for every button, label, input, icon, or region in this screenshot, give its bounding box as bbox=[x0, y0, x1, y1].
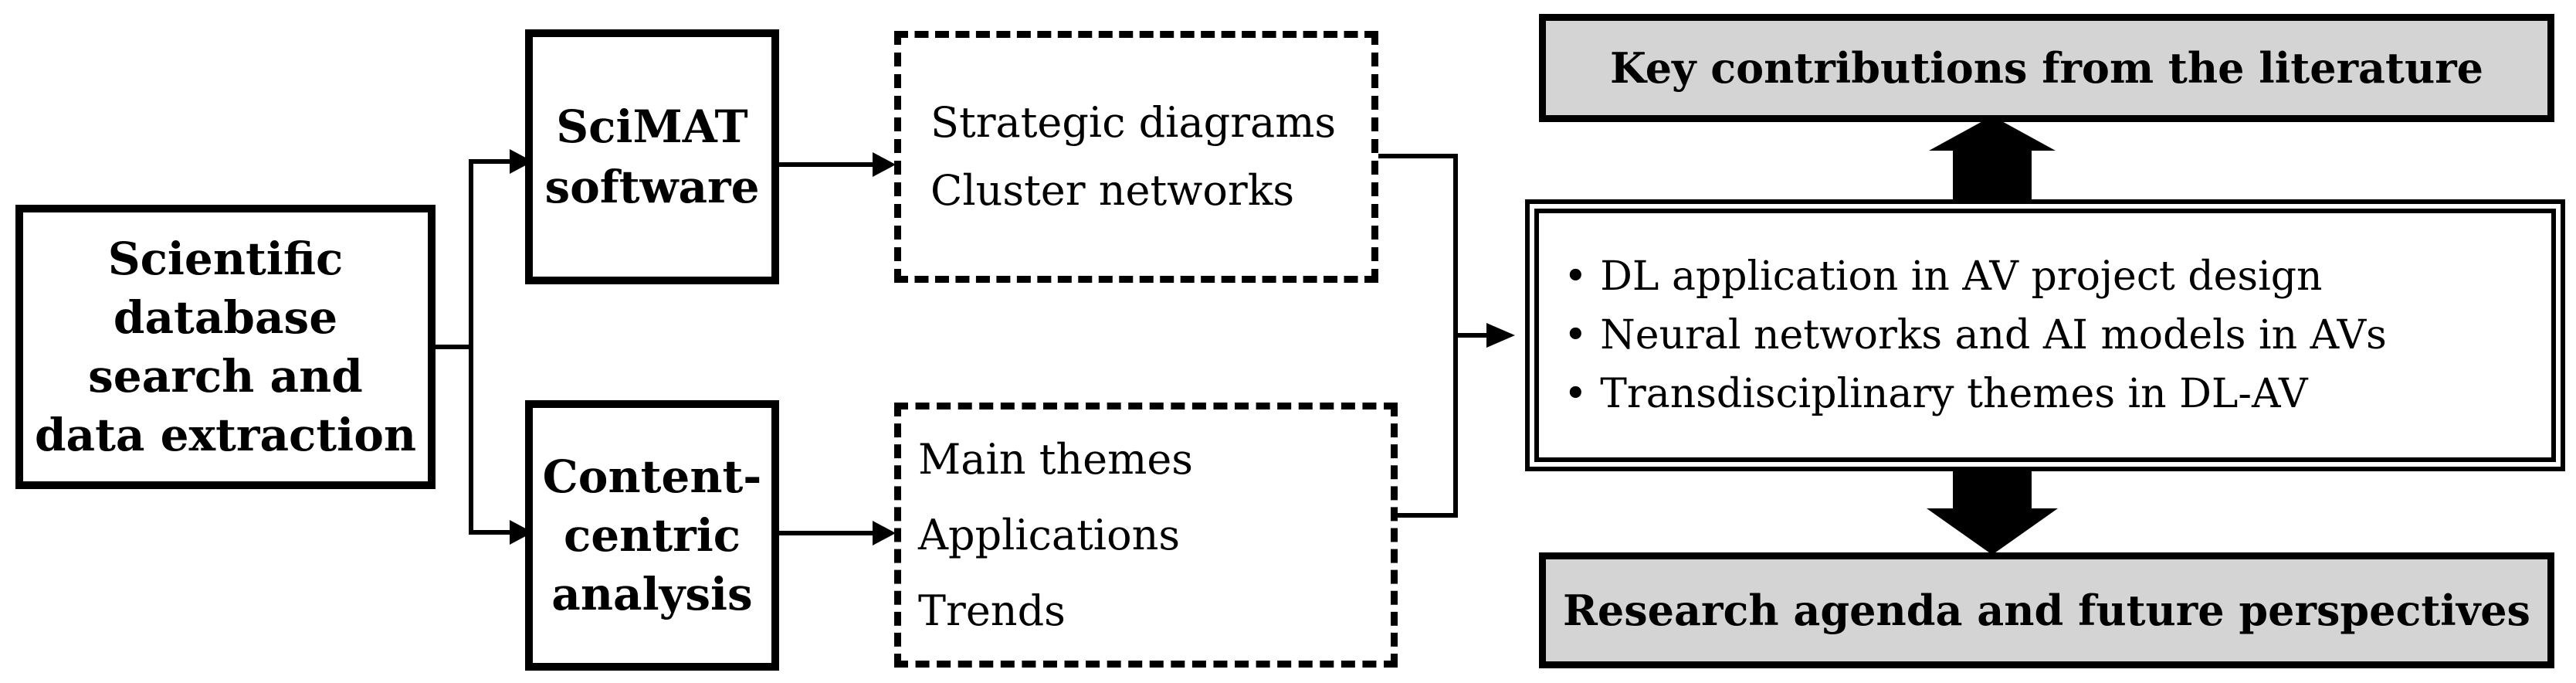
database-line-3: search and bbox=[88, 350, 363, 403]
agenda-node: Research agenda and future perspectives bbox=[1539, 552, 2554, 668]
output-trends: Trends bbox=[918, 586, 1066, 635]
database-line-4: data extraction bbox=[34, 409, 417, 461]
finding-dl-application: • DL application in AV project design bbox=[1564, 253, 2323, 300]
output-strategic-diagrams: Strategic diagrams bbox=[930, 98, 1337, 147]
contributions-node: Key contributions from the literature bbox=[1539, 14, 2554, 122]
arrowhead-to-scimat-outputs bbox=[873, 152, 896, 177]
content-outputs-node: Main themes Applications Trends bbox=[894, 403, 1398, 668]
arrowhead-to-scimat bbox=[510, 149, 533, 174]
database-connector bbox=[435, 159, 514, 349]
arrowhead-to-findings bbox=[1486, 323, 1515, 348]
content-analysis-node: Content- centric analysis bbox=[525, 400, 779, 671]
database-line-1: Scientific bbox=[107, 233, 344, 285]
scimat-line-1: SciMAT bbox=[556, 100, 748, 153]
finding-transdisciplinary: • Transdisciplinary themes in DL-AV bbox=[1564, 371, 2308, 417]
arrowhead-to-content bbox=[510, 520, 533, 545]
scimat-line-2: software bbox=[544, 161, 760, 213]
contributions-label: Key contributions from the literature bbox=[1609, 43, 2484, 93]
scimat-outputs-node: Strategic diagrams Cluster networks bbox=[894, 31, 1378, 283]
scimat-node: SciMAT software bbox=[525, 29, 779, 284]
content-line-2: centric bbox=[563, 509, 741, 562]
output-cluster-networks: Cluster networks bbox=[930, 166, 1295, 215]
down-arrow-to-agenda bbox=[1927, 467, 2058, 555]
up-arrow-to-contributions bbox=[1929, 116, 2056, 202]
scimat-outputs-connector bbox=[1377, 154, 1490, 338]
arrowhead-to-content-outputs bbox=[873, 521, 896, 545]
output-main-themes: Main themes bbox=[918, 434, 1194, 484]
content-line-1: Content- bbox=[542, 450, 762, 503]
database-line-2: database bbox=[113, 291, 338, 344]
content-outputs-connector bbox=[1396, 335, 1458, 518]
finding-neural-networks: • Neural networks and AI models in AVs bbox=[1564, 312, 2387, 358]
findings-node: • DL application in AV project design • … bbox=[1525, 199, 2565, 471]
content-line-3: analysis bbox=[551, 568, 753, 620]
database-node: Scientific database search and data extr… bbox=[15, 205, 436, 489]
agenda-label: Research agenda and future perspectives bbox=[1563, 586, 2530, 635]
output-applications: Applications bbox=[918, 510, 1181, 559]
database-connector-lower bbox=[469, 347, 514, 535]
